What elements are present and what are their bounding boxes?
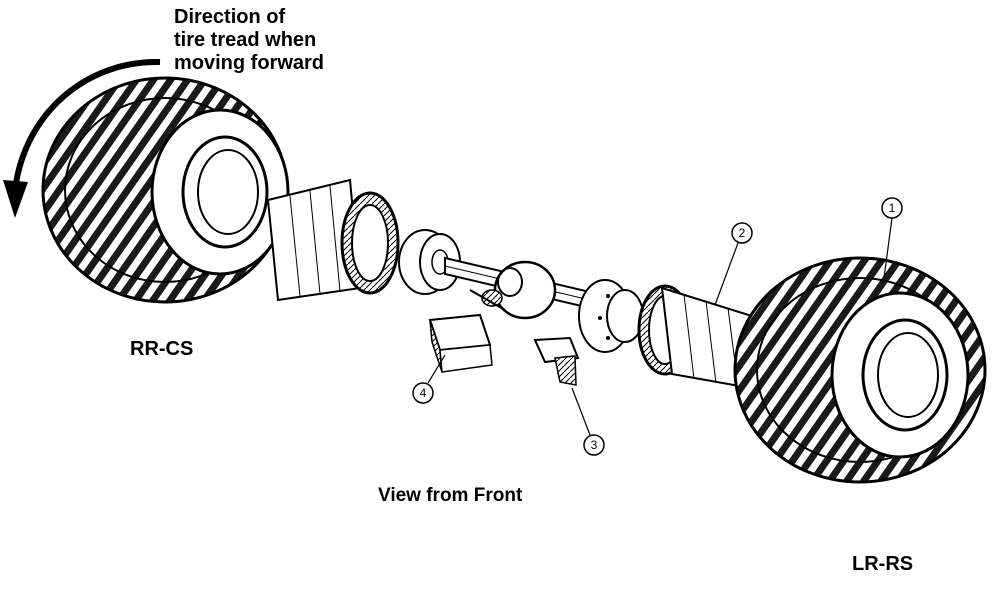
center-axle-and-differential (444, 256, 591, 320)
left-tire-rr-cs (41, 76, 290, 304)
callout-2: 2 (714, 222, 753, 306)
callout-4: 4 (412, 354, 446, 404)
right-bearing-flange (578, 279, 644, 353)
callout-2-number: 2 (739, 226, 746, 240)
callout-4-number: 4 (420, 386, 427, 400)
left-hub-drum (266, 178, 400, 302)
rr-cs-label: RR-CS (130, 338, 194, 360)
lr-rs-label: LR-RS (852, 553, 914, 575)
view-label: View from Front (378, 485, 523, 506)
bracket-part-4 (428, 313, 493, 373)
callout-1: 1 (881, 197, 903, 279)
callout-1-number: 1 (889, 201, 896, 215)
left-bearing-disc (398, 229, 461, 295)
rotation-arrow (3, 58, 161, 218)
callout-3: 3 (571, 387, 605, 456)
right-hub-drum (637, 284, 764, 392)
right-tire-lr-rs (733, 256, 987, 484)
callout-3-number: 3 (591, 438, 598, 452)
bracket-part-3 (533, 336, 580, 386)
direction-label: Direction of tire tread when moving forw… (174, 6, 325, 74)
